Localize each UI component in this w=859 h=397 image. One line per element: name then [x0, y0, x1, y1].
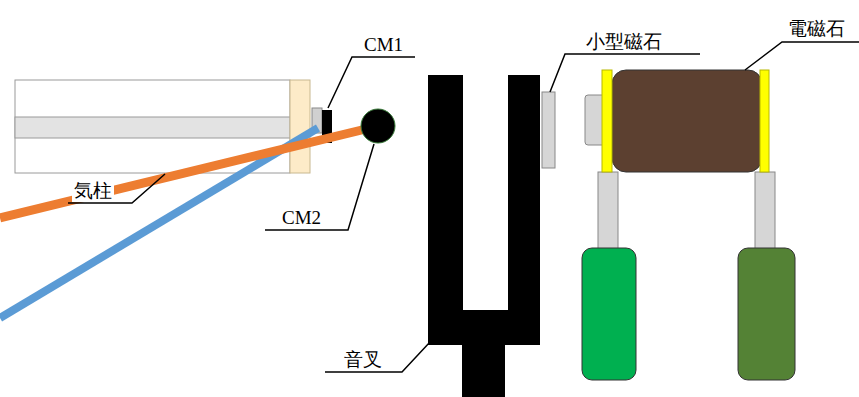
tuning-fork — [428, 75, 540, 397]
cable — [0, 128, 370, 218]
handle — [738, 248, 795, 380]
part-label: 電磁石 — [786, 18, 847, 40]
column-cap — [290, 80, 310, 173]
part-label: CM2 — [280, 207, 323, 229]
cm2-microphone — [361, 109, 395, 143]
leader-line — [68, 174, 165, 203]
yoke-plate — [602, 70, 612, 172]
part-label: 音叉 — [342, 349, 384, 371]
small-magnet — [542, 92, 555, 168]
rod — [755, 172, 775, 250]
part-label: CM1 — [362, 34, 405, 56]
leader-line — [745, 42, 859, 70]
electromagnet-coil — [612, 70, 762, 172]
leader-line — [550, 54, 700, 92]
part-label: 小型磁石 — [584, 31, 664, 53]
leader-line — [325, 342, 430, 372]
leader-line — [265, 144, 374, 230]
yoke-plate — [760, 70, 769, 172]
part-label: 気柱 — [72, 180, 114, 202]
rod — [598, 172, 618, 250]
leader-line — [328, 57, 415, 108]
air-column-bore — [15, 117, 290, 138]
handle — [582, 248, 636, 380]
